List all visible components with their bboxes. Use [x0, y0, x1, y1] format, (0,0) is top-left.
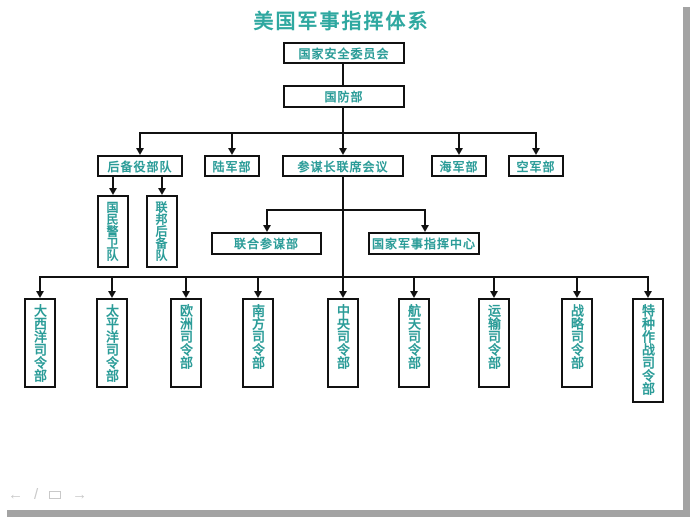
org-box-federal-reserve-corps: 联邦后备队 — [146, 195, 178, 268]
slide-menu-icon[interactable] — [49, 491, 62, 499]
connector-line — [139, 132, 537, 134]
arrow-head — [339, 291, 347, 298]
arrow-head — [158, 188, 166, 195]
connector-line — [342, 108, 344, 134]
connector-line — [647, 276, 649, 292]
connector-line — [342, 64, 344, 85]
org-box-navy-department: 海军部 — [431, 155, 487, 177]
arrow-head — [339, 148, 347, 155]
org-box-atlantic-command: 大西洋司令部 — [24, 298, 56, 388]
presenter-toolbar: ← / → — [8, 487, 87, 503]
arrow-head — [455, 148, 463, 155]
org-box-national-guard: 国民警卫队 — [97, 195, 129, 268]
arrow-head — [421, 225, 429, 232]
org-box-army-department: 陆军部 — [204, 155, 260, 177]
connector-line — [231, 132, 233, 149]
arrow-head — [254, 291, 262, 298]
connector-line — [161, 177, 163, 189]
connector-line — [342, 177, 344, 211]
org-box-central-command: 中央司令部 — [327, 298, 359, 388]
pen-icon[interactable]: / — [34, 486, 39, 503]
connector-line — [112, 177, 114, 189]
org-box-national-security-council: 国家安全委员会 — [283, 42, 405, 64]
connector-line — [342, 276, 344, 292]
connector-line — [185, 276, 187, 292]
window-edge-bottom — [7, 510, 690, 517]
org-box-national-military-command-center: 国家军事指挥中心 — [368, 232, 480, 255]
org-box-southern-command: 南方司令部 — [242, 298, 274, 388]
arrow-head — [228, 148, 236, 155]
arrow-head — [182, 291, 190, 298]
connector-line — [493, 276, 495, 292]
connector-line — [413, 276, 415, 292]
org-box-airforce-department: 空军部 — [508, 155, 564, 177]
org-box-joint-chiefs: 参谋长联席会议 — [282, 155, 404, 177]
arrow-head — [109, 188, 117, 195]
org-box-reserve-forces: 后备役部队 — [97, 155, 183, 177]
arrow-head — [532, 148, 540, 155]
org-box-transportation-command: 运输司令部 — [478, 298, 510, 388]
connector-line — [139, 132, 141, 149]
connector-line — [342, 209, 344, 278]
connector-line — [39, 276, 649, 278]
arrow-head — [410, 291, 418, 298]
arrow-head — [644, 291, 652, 298]
org-box-defense-department: 国防部 — [283, 85, 405, 108]
arrow-head — [490, 291, 498, 298]
connector-line — [342, 132, 344, 149]
arrow-head — [573, 291, 581, 298]
org-box-strategic-command: 战略司令部 — [561, 298, 593, 388]
connector-line — [111, 276, 113, 292]
chart-title: 美国军事指挥体系 — [253, 11, 430, 33]
connector-line — [576, 276, 578, 292]
connector-line — [39, 276, 41, 292]
arrow-head — [108, 291, 116, 298]
connector-line — [257, 276, 259, 292]
arrow-head — [136, 148, 144, 155]
connector-line — [266, 209, 268, 226]
arrow-head — [263, 225, 271, 232]
nav-back-icon[interactable]: ← — [8, 486, 23, 503]
connector-line — [266, 209, 426, 211]
connector-line — [458, 132, 460, 149]
nav-forward-icon[interactable]: → — [72, 486, 88, 503]
slide[interactable]: 美国军事指挥体系 国家安全委员会 国防部 后备役部队 陆军部 参谋长联席会议 海… — [0, 0, 683, 510]
window-edge-right — [683, 7, 690, 517]
arrow-head — [36, 291, 44, 298]
org-box-joint-staff: 联合参谋部 — [211, 232, 322, 255]
org-box-special-operations-command: 特种作战司令部 — [632, 298, 664, 403]
org-box-space-command: 航天司令部 — [398, 298, 430, 388]
connector-line — [424, 209, 426, 226]
org-box-pacific-command: 太平洋司令部 — [96, 298, 128, 388]
org-box-european-command: 欧洲司令部 — [170, 298, 202, 388]
connector-line — [535, 132, 537, 149]
